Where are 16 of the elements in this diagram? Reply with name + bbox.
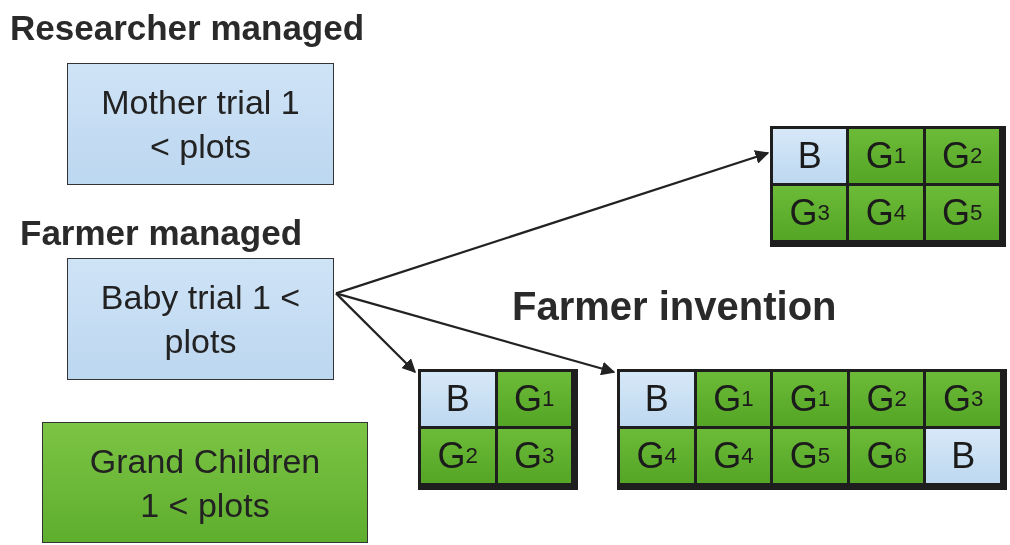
arrow [335, 292, 416, 373]
plot-grid [770, 126, 1006, 247]
plot-cell: B [773, 129, 847, 183]
arrow [335, 292, 616, 376]
section-heading: Farmer managed [20, 213, 303, 253]
annotation-text: Farmer invention [512, 284, 837, 329]
plot-grid [418, 369, 578, 490]
plot-grid [617, 369, 1007, 490]
arrow [335, 150, 770, 295]
trial-text: Grand Children 1 < plots [88, 440, 322, 526]
trial-text: Baby trial 1 < plots [99, 277, 302, 362]
plot-cell: B [620, 372, 694, 426]
plot-cell: B [926, 429, 1000, 483]
plot-cell: B [421, 372, 495, 426]
trial-text: Mother trial 1 < plots [100, 82, 301, 167]
section-heading: Researcher managed [10, 8, 365, 48]
